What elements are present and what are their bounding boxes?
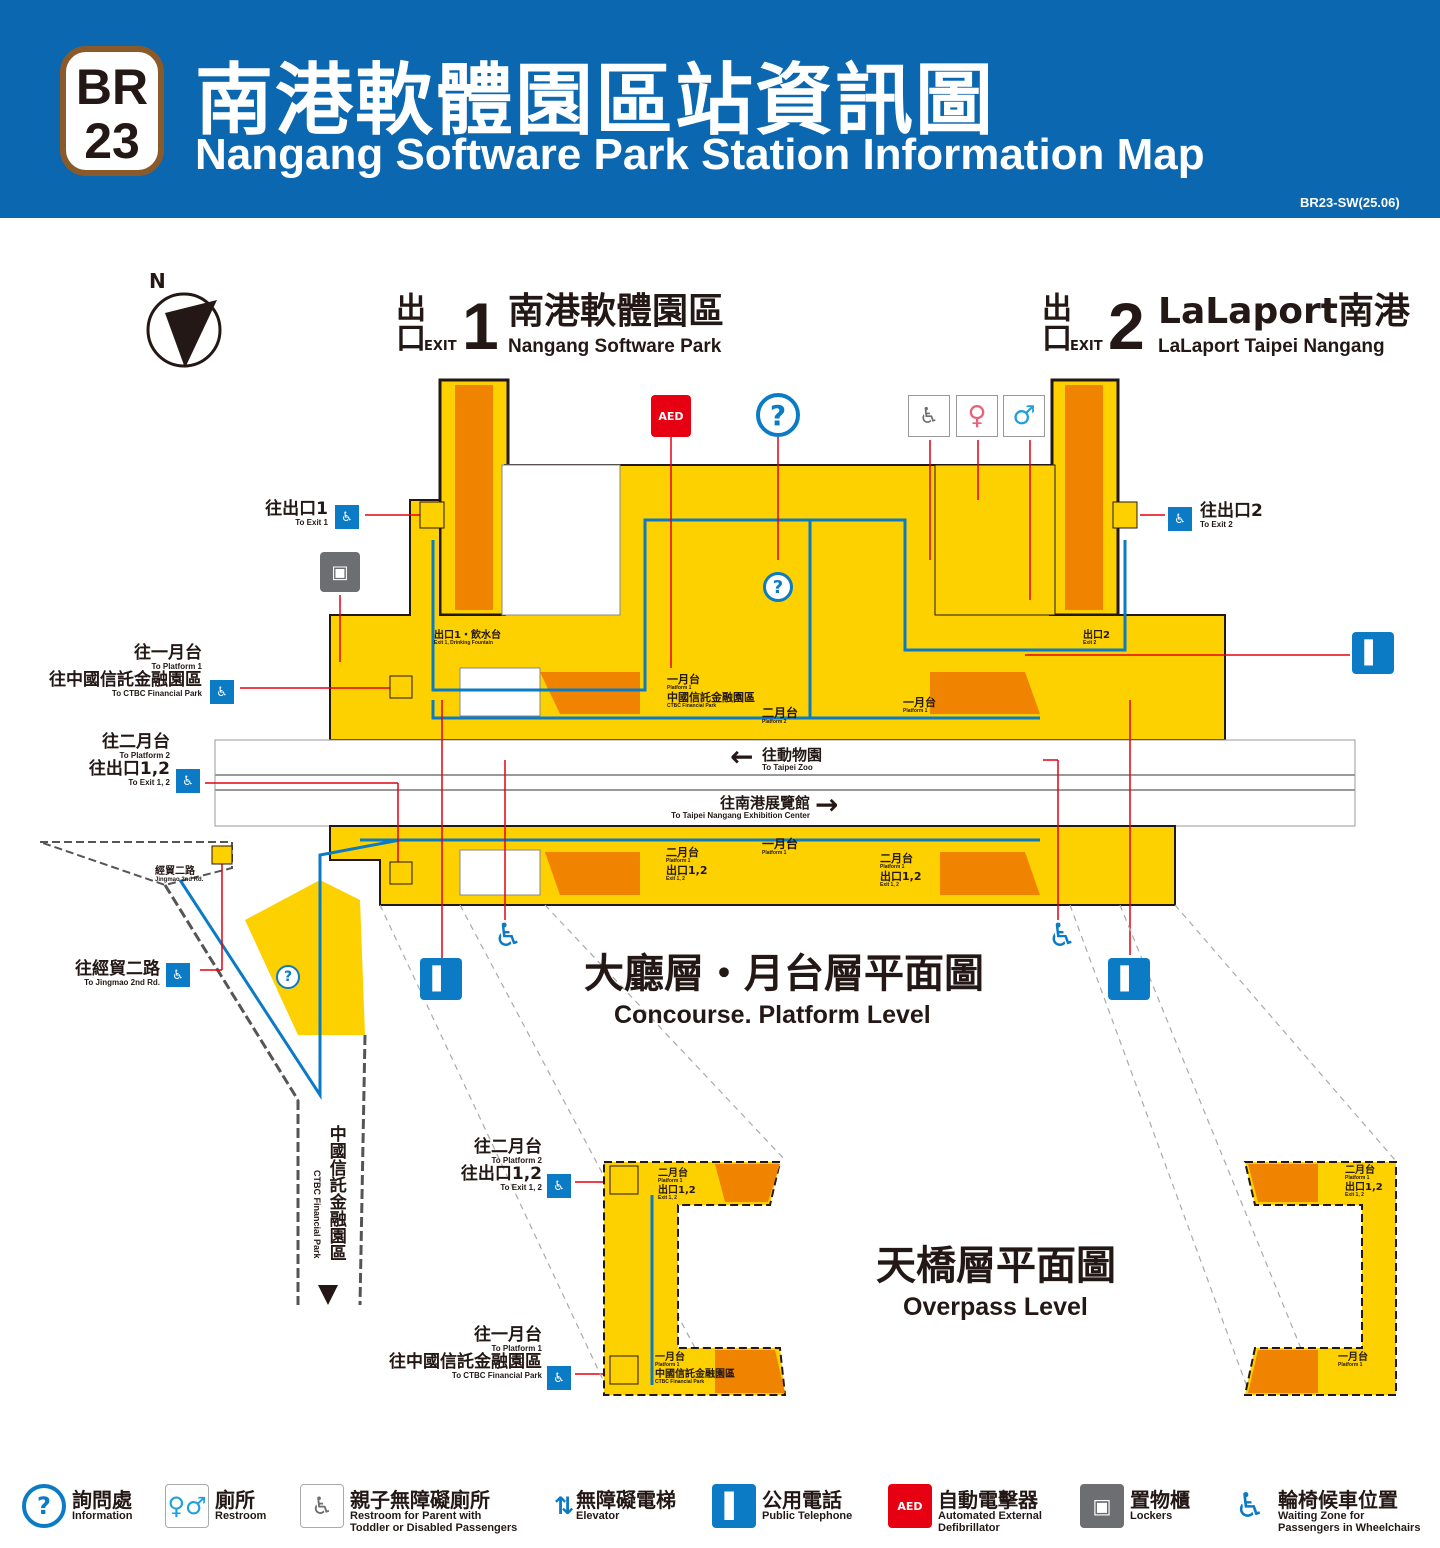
exit1-number: 1: [462, 289, 499, 363]
aed-icon: AED: [651, 395, 691, 437]
station-code-badge: BR 23: [60, 46, 164, 176]
ctbc-vertical-en: CTBC Financial Park: [311, 1170, 322, 1259]
exit2-escalator: [1065, 385, 1103, 610]
ctbc-passage: [245, 880, 365, 1035]
badge-number: 23: [84, 113, 140, 169]
information-icon: ?: [756, 393, 800, 437]
concourse-level-title-en: Concourse. Platform Level: [614, 1001, 931, 1029]
exit2-tag: EXIT: [1070, 339, 1103, 354]
restroom-icon: ♀♂: [165, 1484, 209, 1528]
overpass-level-title-zh: 天橋層平面圖: [876, 1243, 1116, 1289]
staff-rooms: [501, 464, 621, 616]
elevator-icon: ♿: [547, 1366, 571, 1390]
escalator-upper-left: [540, 672, 640, 714]
telephone-icon: ▌: [420, 958, 462, 1000]
map-code: BR23-SW(25.06): [1300, 195, 1400, 210]
wheelchair-icon: ♿: [1047, 916, 1077, 954]
female-restroom-icon: ♀: [956, 395, 998, 437]
elevator-shaft-lower: [459, 849, 541, 896]
elevator-icon: ♿: [1168, 507, 1192, 531]
escalator-lower-right: [940, 852, 1040, 895]
compass-icon: [146, 292, 222, 368]
header: [0, 0, 1440, 218]
page-title-zh: 南港軟體園區站資訊圖: [195, 56, 996, 146]
concourse-level-title-zh: 大廳層・月台層平面圖: [584, 951, 984, 997]
telephone-icon: ▌: [712, 1484, 756, 1528]
elevator-boxes: [211, 501, 1138, 1385]
overpass-left: [603, 1161, 787, 1396]
pointer-lines: [200, 437, 1350, 1375]
arrow-left-icon: ←: [730, 740, 754, 773]
elevator-icon: ♿: [210, 680, 234, 704]
exit1-tag: EXIT: [424, 339, 457, 354]
ctbc-vertical-zh: 中國信託金融園區: [325, 1125, 346, 1261]
elevator-icon: ⇅: [553, 1492, 575, 1520]
exit1-name-zh: 南港軟體園區: [508, 291, 725, 332]
platform-lower: [329, 825, 1176, 906]
exit1-escalator: [455, 385, 493, 610]
aed-icon: AED: [888, 1484, 932, 1528]
jingmao-passage: [39, 841, 233, 887]
information-icon: ?: [22, 1484, 66, 1528]
escalator-lower-left: [545, 852, 640, 895]
locker-icon: ▣: [1080, 1484, 1124, 1528]
exit2-name-zh: LaLaport南港: [1158, 291, 1410, 332]
elevator-shaft-upper: [459, 667, 541, 717]
elevator-icon: ♿: [176, 769, 200, 793]
accessible-route: [431, 518, 1127, 692]
elevator-icon: ♿: [547, 1174, 571, 1198]
family-restroom-icon: ♿: [300, 1484, 344, 1528]
arrow-down-icon: [318, 1285, 338, 1305]
family-restroom-icon: ♿: [908, 395, 950, 437]
exit2-number: 2: [1108, 289, 1145, 363]
exit2-name-en: LaLaport Taipei Nangang: [1158, 336, 1385, 357]
wheelchair-icon: ♿: [493, 916, 523, 954]
restroom-rooms: [934, 464, 1056, 616]
telephone-icon: ▌: [1352, 632, 1394, 674]
elevator-icon: ♿: [166, 963, 190, 987]
page-title-en: Nangang Software Park Station Informatio…: [195, 130, 1205, 179]
overpass-level-title-en: Overpass Level: [903, 1293, 1088, 1321]
arrow-right-icon: →: [815, 788, 839, 821]
escalator-upper-right: [930, 672, 1040, 714]
exit1-name-en: Nangang Software Park: [508, 336, 722, 357]
exit1-word: 出口: [390, 292, 425, 352]
male-restroom-icon: ♂: [1003, 395, 1045, 437]
information-counter-icon: ?: [763, 572, 793, 602]
information-icon: ?: [276, 965, 300, 989]
wheelchair-icon: ♿: [1234, 1486, 1266, 1526]
compass-north-label: N: [149, 269, 166, 293]
exit2-word: 出口: [1036, 292, 1071, 352]
locker-icon: ▣: [320, 552, 360, 592]
telephone-icon: ▌: [1108, 958, 1150, 1000]
badge-line: BR: [75, 59, 149, 115]
elevator-icon: ♿: [335, 505, 359, 529]
